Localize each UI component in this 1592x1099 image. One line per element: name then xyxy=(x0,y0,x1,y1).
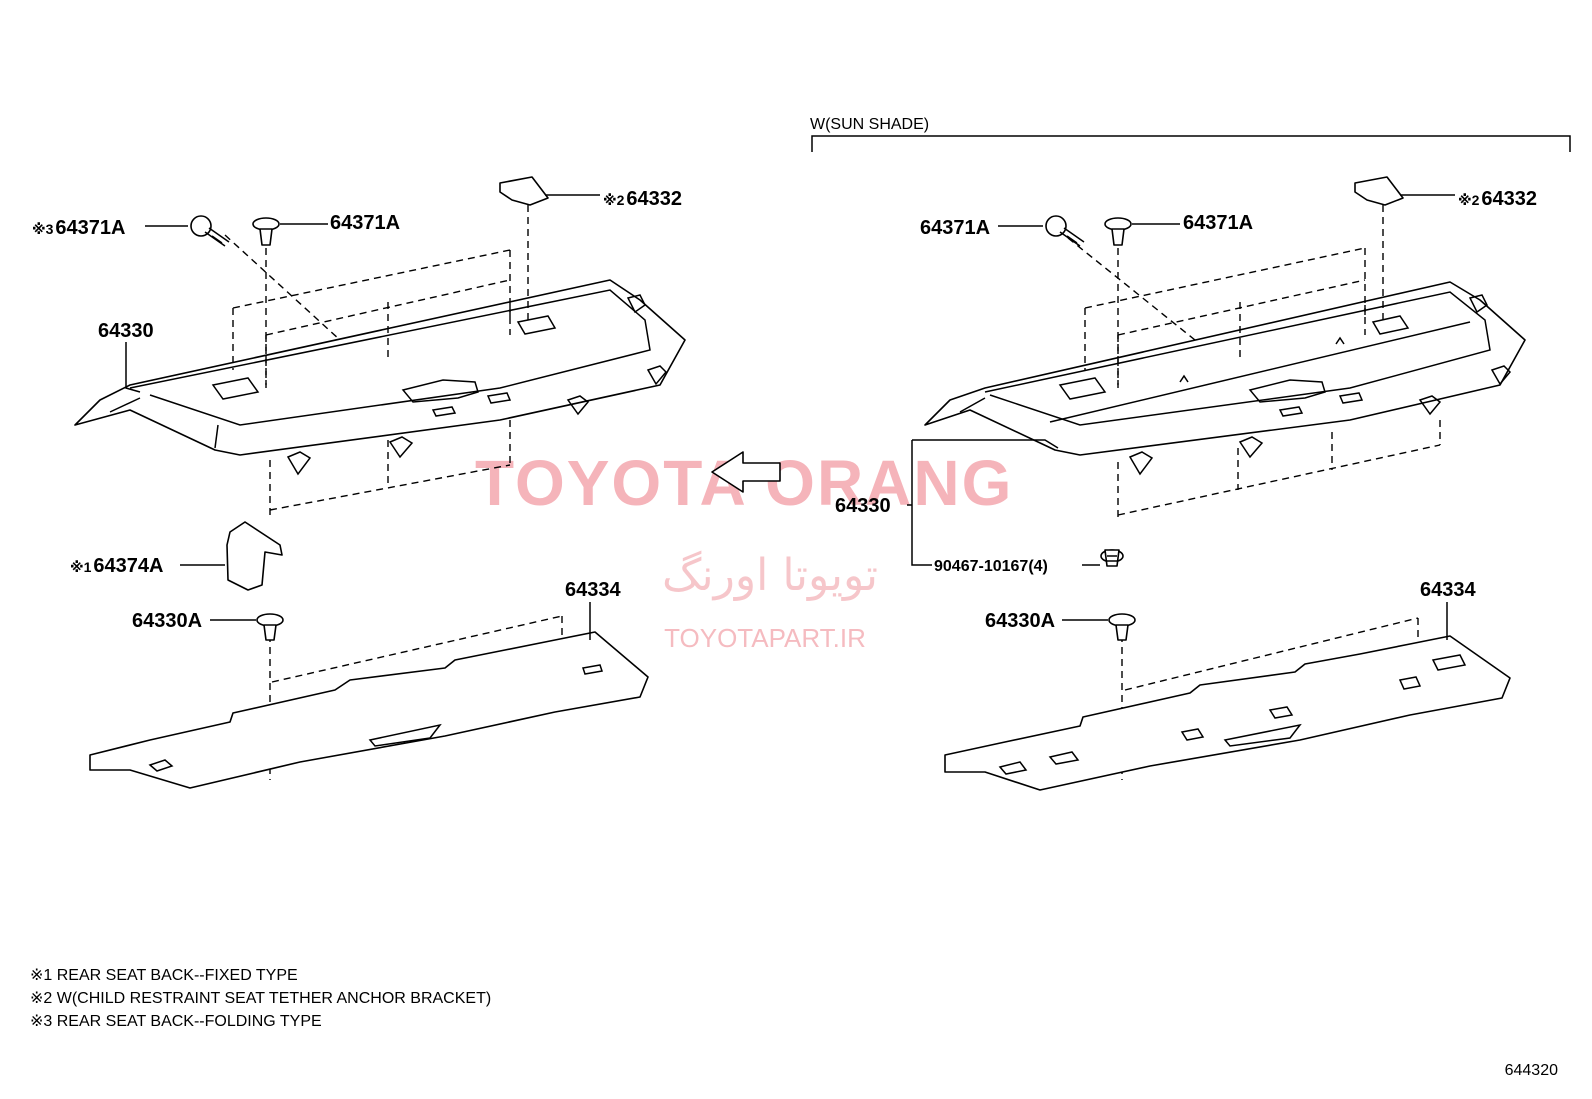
left-board-label: 64330 xyxy=(98,320,154,342)
right-silencer-pad xyxy=(944,635,1511,791)
variant-bracket: W(SUN SHADE) xyxy=(810,116,1571,152)
watermark-persian: تویوتا اورنگ xyxy=(662,550,878,601)
right-silencer-label: 64334 xyxy=(1420,579,1476,601)
right-clip-lower-label: 64330A xyxy=(985,610,1055,632)
right-package-tray-board xyxy=(924,281,1526,476)
variant-bracket-line xyxy=(811,135,1571,152)
right-clip-a-label: 64371A xyxy=(920,217,990,239)
footnote-3: ※3 REAR SEAT BACK--FOLDING TYPE xyxy=(30,1013,322,1030)
right-clip-lower-part xyxy=(1108,613,1136,641)
left-clip-lower-label: 64330A xyxy=(132,610,202,632)
left-silencer-pad xyxy=(89,631,649,789)
watermark-site: TOYOTAPART.IR xyxy=(664,623,866,653)
left-package-tray-board xyxy=(74,279,686,476)
footnote-2: ※2 W(CHILD RESTRAINT SEAT TETHER ANCHOR … xyxy=(30,990,491,1007)
left-clip-folding-part xyxy=(190,215,230,247)
left-bracket-fixed-part xyxy=(226,521,283,591)
right-clip-top-part xyxy=(1104,217,1132,246)
watermark-brand: TOYOTA ORANG xyxy=(475,447,1013,519)
left-clip-lower-part xyxy=(256,613,284,641)
right-clip-a-part xyxy=(1045,215,1085,247)
right-clip-top-label: 64371A xyxy=(1183,212,1253,234)
right-bracket-cover-part xyxy=(1354,176,1404,206)
left-bracket-cover-part xyxy=(499,176,549,206)
left-silencer-label: 64334 xyxy=(565,579,621,601)
variant-label: W(SUN SHADE) xyxy=(810,116,929,133)
front-direction-arrow xyxy=(711,451,781,493)
right-fastener-part xyxy=(1100,549,1124,567)
left-clip-top-part xyxy=(252,217,280,246)
right-board-label: 64330 xyxy=(835,495,891,517)
footnote-1: ※1 REAR SEAT BACK--FIXED TYPE xyxy=(30,967,298,984)
footnotes: ※1 REAR SEAT BACK--FIXED TYPE ※2 W(CHILD… xyxy=(30,967,491,1030)
figure-number: 644320 xyxy=(1505,1062,1558,1079)
left-clip-top-label: 64371A xyxy=(330,212,400,234)
right-fastener-label: 90467-10167(4) xyxy=(934,558,1048,575)
